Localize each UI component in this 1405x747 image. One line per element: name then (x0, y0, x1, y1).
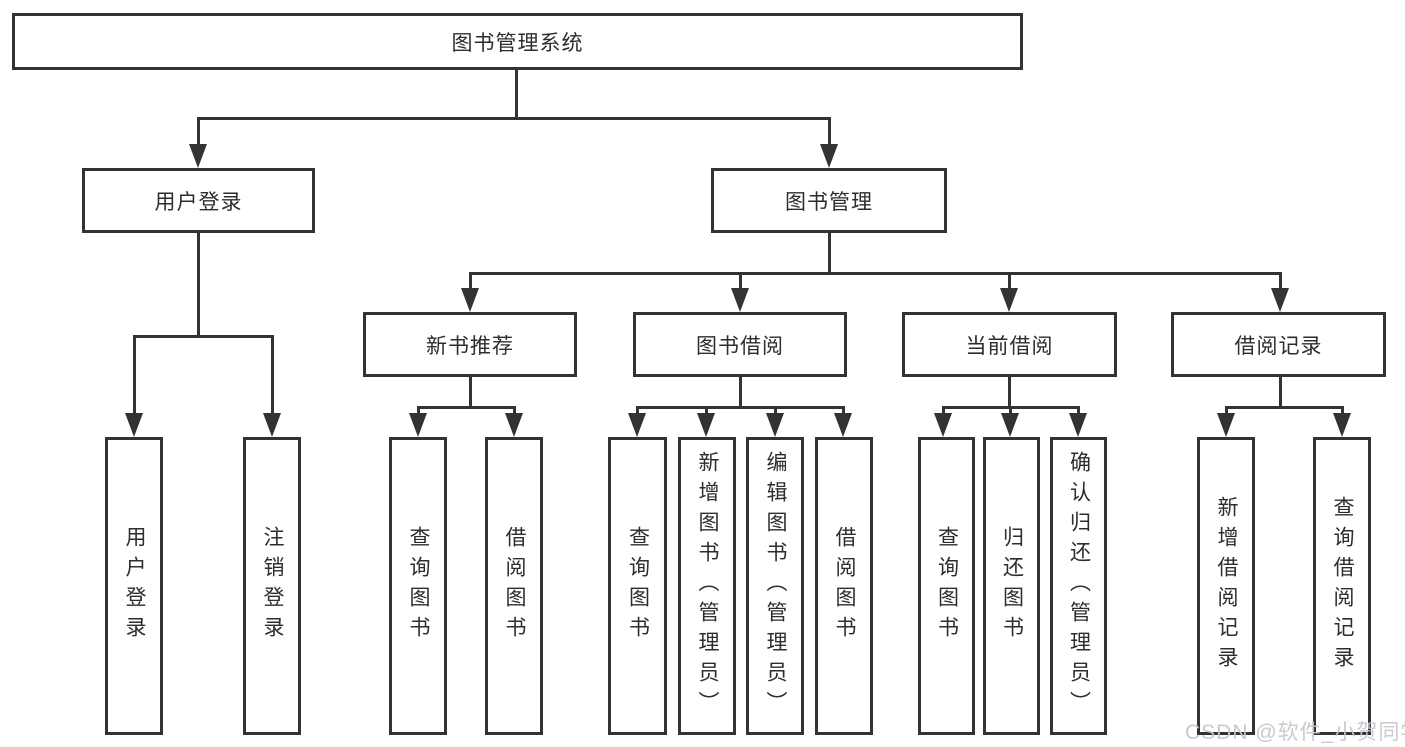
arrow-down-icon (461, 273, 479, 312)
arrow-down-icon (934, 407, 952, 437)
leaf-query-borrow-record: 查询借阅记录 (1313, 437, 1371, 735)
connector-borrow-rail (636, 406, 845, 409)
connector-recommend-rail (417, 406, 516, 409)
leaf-user-login: 用户登录 (105, 437, 163, 735)
leaf-query-books-current: 查询图书 (918, 437, 975, 735)
leaf-query-books-borrow: 查询图书 (608, 437, 667, 735)
leaf-borrow-books-borrow: 借阅图书 (815, 437, 873, 735)
connector-userlogin-rail (133, 335, 274, 338)
node-borrowing-records: 借阅记录 (1171, 312, 1386, 377)
arrow-down-icon (697, 407, 715, 437)
leaf-confirm-return-admin: 确认归还（管理员） (1050, 437, 1107, 735)
connector-recommend-stem (469, 377, 472, 408)
node-library-system: 图书管理系统 (12, 13, 1023, 70)
leaf-borrow-books-recommend: 借阅图书 (485, 437, 543, 735)
leaf-add-borrow-record: 新增借阅记录 (1197, 437, 1255, 735)
arrow-down-icon (409, 407, 427, 437)
arrow-down-icon (766, 407, 784, 437)
node-user-login: 用户登录 (82, 168, 315, 233)
arrow-down-icon (1271, 273, 1289, 312)
leaf-return-book: 归还图书 (983, 437, 1040, 735)
connector-level3-rail (469, 272, 1282, 275)
connector-level2-rail (197, 117, 831, 120)
node-new-book-recommendation: 新书推荐 (363, 312, 577, 377)
arrow-down-icon (263, 336, 281, 437)
leaf-edit-book-admin: 编辑图书（管理员） (746, 437, 804, 735)
arrow-down-icon (834, 407, 852, 437)
connector-current-stem (1008, 377, 1011, 408)
node-current-borrowing: 当前借阅 (902, 312, 1117, 377)
leaf-add-book-admin: 新增图书（管理员） (678, 437, 736, 735)
arrow-down-icon (125, 336, 143, 437)
arrow-down-icon (1069, 407, 1087, 437)
connector-records-stem (1279, 377, 1282, 408)
arrow-down-icon (1217, 407, 1235, 437)
node-book-borrowing: 图书借阅 (633, 312, 847, 377)
arrow-down-icon (505, 407, 523, 437)
watermark: CSDN @软件_小贺同学 (1185, 721, 1405, 744)
arrow-down-icon (1001, 407, 1019, 437)
arrow-down-icon (1333, 407, 1351, 437)
arrow-down-icon (189, 118, 207, 168)
arrow-down-icon (628, 407, 646, 437)
arrow-down-icon (1000, 273, 1018, 312)
node-book-management: 图书管理 (711, 168, 947, 233)
leaf-logout: 注销登录 (243, 437, 301, 735)
leaf-query-books-recommend: 查询图书 (389, 437, 447, 735)
connector-records-rail (1225, 406, 1344, 409)
connector-borrow-stem (739, 377, 742, 408)
connector-bookmgmt-stem (828, 233, 831, 274)
arrow-down-icon (731, 273, 749, 312)
arrow-down-icon (820, 118, 838, 168)
connector-userlogin-stem (197, 233, 200, 337)
connector-root-stem (515, 70, 518, 118)
